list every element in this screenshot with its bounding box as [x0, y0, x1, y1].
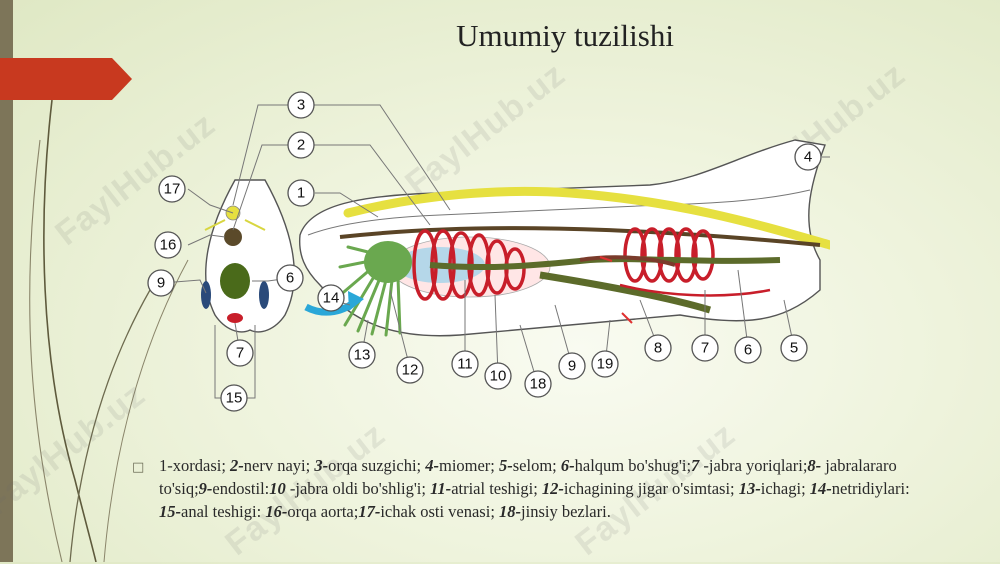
svg-text:6: 6 — [286, 270, 294, 287]
svg-text:6: 6 — [744, 342, 752, 359]
cross-section — [201, 179, 295, 333]
label-11: 11 — [451, 350, 479, 378]
svg-text:4: 4 — [804, 149, 812, 166]
legend-item: 18-jinsiy bezlari. — [499, 502, 611, 521]
svg-text:7: 7 — [701, 340, 709, 357]
label-6: 6 — [734, 336, 762, 364]
label-9: 9 — [558, 352, 586, 380]
svg-text:12: 12 — [402, 362, 419, 379]
legend-item: 1-xordasi; — [159, 456, 231, 475]
svg-text:9: 9 — [157, 275, 165, 292]
label-5: 5 — [780, 334, 808, 362]
lancelet-diagram: 3 2 1 17 16 9 6 7 15 14 13 12 11 10 18 9… — [147, 91, 830, 412]
svg-text:11: 11 — [457, 356, 473, 373]
svg-text:17: 17 — [164, 181, 181, 198]
legend-item: 2-nerv nayi; — [230, 456, 315, 475]
label-3: 3 — [287, 91, 315, 119]
svg-text:10: 10 — [490, 368, 507, 385]
svg-text:7: 7 — [236, 345, 244, 362]
label-7: 7 — [691, 334, 719, 362]
legend-item: 11-atrial teshigi; — [430, 479, 542, 498]
label-9-left: 9 — [147, 269, 175, 297]
label-16: 16 — [154, 231, 182, 259]
svg-text:2: 2 — [297, 137, 305, 154]
svg-text:14: 14 — [323, 290, 340, 307]
legend-item: 5-selom; — [499, 456, 561, 475]
svg-text:18: 18 — [530, 376, 547, 393]
legend-item: 13-ichagi; — [738, 479, 810, 498]
legend-item: 17-ichak osti venasi; — [358, 502, 500, 521]
label-13: 13 — [348, 341, 376, 369]
label-6-left: 6 — [276, 264, 304, 292]
legend-item: 14-netridiylari: — [809, 479, 910, 498]
label-8: 8 — [644, 334, 672, 362]
legend-item: 15-anal teshigi: — [159, 502, 266, 521]
label-7-left: 7 — [226, 339, 254, 367]
label-2: 2 — [287, 131, 315, 159]
svg-text:19: 19 — [597, 356, 614, 373]
svg-text:3: 3 — [297, 97, 305, 114]
red-arrow-shape — [0, 58, 132, 100]
left-accent-bar — [0, 0, 13, 562]
label-17: 17 — [158, 175, 186, 203]
svg-text:8: 8 — [654, 340, 662, 357]
svg-text:15: 15 — [226, 390, 243, 407]
svg-text:5: 5 — [790, 340, 798, 357]
legend-text: 1-xordasi; 2-nerv nayi; 3-orqa suzgichi;… — [159, 454, 919, 523]
legend-item: 12-ichagining jigar o'simtasi; — [541, 479, 739, 498]
legend-item: 6-halqum bo'shug'i; — [560, 456, 692, 475]
legend-item: 4-miomer; — [425, 456, 500, 475]
label-1: 1 — [287, 179, 315, 207]
svg-text:16: 16 — [160, 237, 177, 254]
svg-text:13: 13 — [354, 347, 371, 364]
legend-item: 10 -jabra oldi bo'shlig'i; — [269, 479, 431, 498]
legend-item: 7 -jabra yoriqlari; — [691, 456, 808, 475]
label-14: 14 — [317, 284, 345, 312]
bullet-icon: □ — [132, 460, 145, 475]
label-12: 12 — [396, 356, 424, 384]
legend-item: 9-endostil: — [198, 479, 270, 498]
label-10: 10 — [484, 362, 512, 390]
label-15: 15 — [220, 384, 248, 412]
svg-text:1: 1 — [297, 185, 305, 202]
legend-item: 8- jabralararo to'siq; — [159, 456, 897, 498]
slide-title: Umumiy tuzilishi — [456, 18, 674, 53]
watermark: FaylHub.uz — [0, 375, 153, 523]
svg-text:9: 9 — [568, 358, 576, 375]
lancelet-body — [298, 139, 830, 337]
label-19: 19 — [591, 350, 619, 378]
legend-item: 16-orqa aorta; — [265, 502, 359, 521]
number-labels: 3 2 1 17 16 9 6 7 15 14 13 12 11 10 18 9… — [147, 91, 822, 412]
label-4: 4 — [794, 143, 822, 171]
legend-item: 3-orqa suzgichi; — [314, 456, 426, 475]
label-18: 18 — [524, 370, 552, 398]
